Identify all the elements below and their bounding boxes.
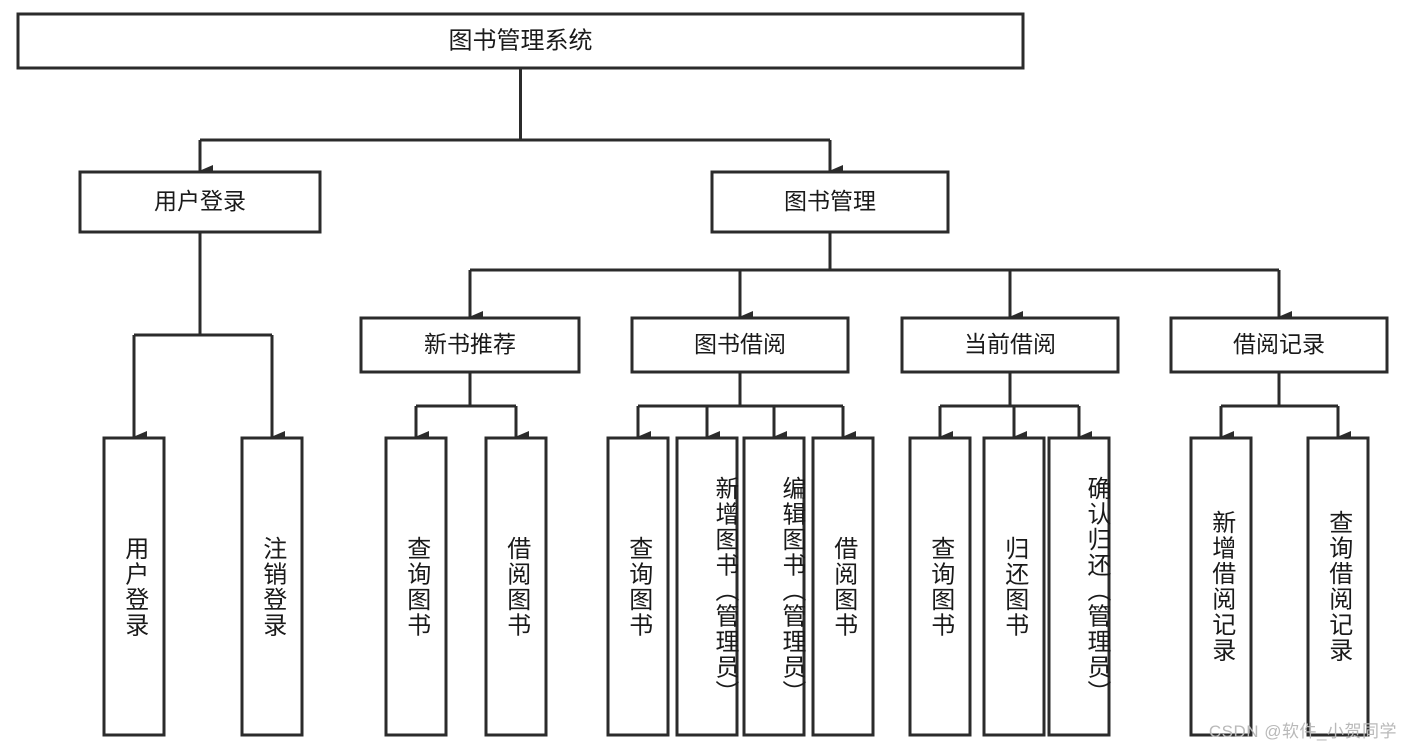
leaf-node-借阅图书[interactable] <box>811 436 875 737</box>
leaf-node-注销登录[interactable] <box>240 436 304 737</box>
level2-node-用户登录[interactable]: 用户登录 <box>78 170 322 234</box>
leaf-node-借阅图书[interactable] <box>484 436 548 737</box>
level3-node-借阅记录[interactable]: 借阅记录 <box>1169 316 1389 374</box>
node-label: 用户登录 <box>154 188 246 214</box>
node-label: 图书借阅 <box>694 331 786 357</box>
node-label: 借阅记录 <box>1233 331 1325 357</box>
leaf-node-新增图书（管理员）[interactable] <box>675 436 739 737</box>
node-label: 新书推荐 <box>424 331 516 357</box>
leaf-node-归还图书[interactable] <box>982 436 1046 737</box>
leaf-node-查询借阅记录[interactable] <box>1306 436 1370 737</box>
level2-node-图书管理[interactable]: 图书管理 <box>710 170 950 234</box>
leaf-node-查询图书[interactable] <box>606 436 670 737</box>
leaf-node-查询图书[interactable] <box>384 436 448 737</box>
level3-node-图书借阅[interactable]: 图书借阅 <box>630 316 850 374</box>
node-label: 图书管理 <box>784 188 876 214</box>
leaf-node-确认归还（管理员）[interactable] <box>1047 436 1111 737</box>
level3-node-新书推荐[interactable]: 新书推荐 <box>359 316 581 374</box>
connector-layer <box>132 68 1351 443</box>
node-label: 当前借阅 <box>964 331 1056 357</box>
root-node-图书管理系统[interactable]: 图书管理系统 <box>16 12 1025 70</box>
watermark: CSDN @软件_小贺同学 <box>1208 722 1397 741</box>
level3-node-当前借阅[interactable]: 当前借阅 <box>900 316 1120 374</box>
leaf-node-新增借阅记录[interactable] <box>1189 436 1253 737</box>
leaf-node-编辑图书（管理员）[interactable] <box>742 436 806 737</box>
node-label: 图书管理系统 <box>449 27 593 54</box>
leaf-node-用户登录[interactable] <box>102 436 166 737</box>
leaf-node-查询图书[interactable] <box>908 436 972 737</box>
